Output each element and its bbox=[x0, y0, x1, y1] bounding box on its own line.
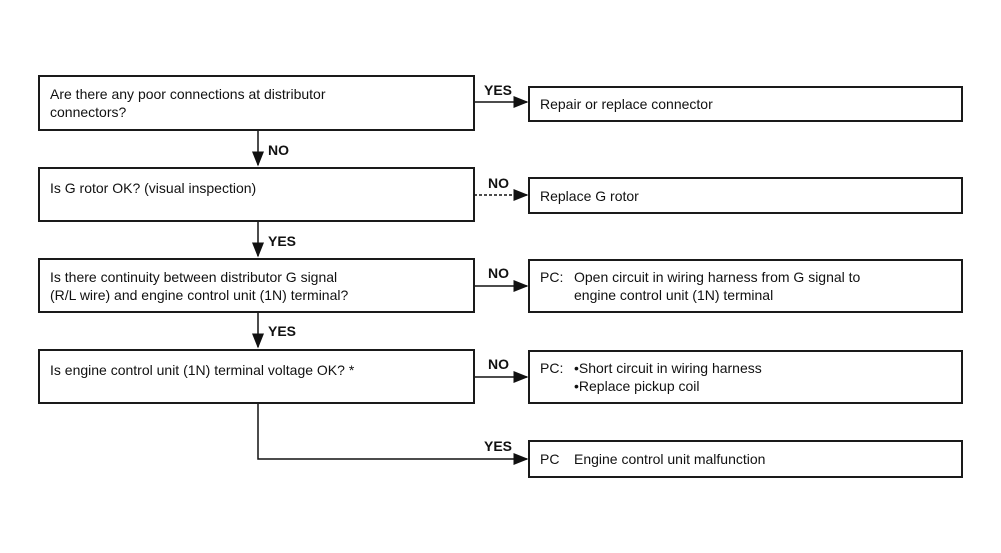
action-text: Open circuit in wiring harness from G si… bbox=[574, 269, 861, 303]
arrow-q4-yes bbox=[257, 404, 529, 465]
question-box-connectors: Are there any poor connections at distri… bbox=[38, 75, 475, 131]
action-box-repair-connector: Repair or replace connector bbox=[528, 86, 963, 122]
action-box-replace-g-rotor: Replace G rotor bbox=[528, 177, 963, 214]
question-text: Are there any poor connections at distri… bbox=[50, 86, 326, 120]
pc-prefix: PC bbox=[540, 451, 560, 467]
action-box-ecu-malfunction: PC Engine control unit malfunction bbox=[528, 440, 963, 478]
question-box-continuity: Is there continuity between distributor … bbox=[38, 258, 475, 313]
yes-label: YES bbox=[268, 323, 297, 339]
question-text: Is engine control unit (1N) terminal vol… bbox=[50, 362, 355, 378]
yes-label: YES bbox=[484, 82, 513, 98]
question-box-voltage: Is engine control unit (1N) terminal vol… bbox=[38, 349, 475, 404]
action-text: Replace G rotor bbox=[540, 187, 639, 204]
yes-label: YES bbox=[268, 233, 297, 249]
action-text: •Short circuit in wiring harness •Replac… bbox=[574, 360, 762, 394]
no-label: NO bbox=[488, 356, 509, 372]
question-box-g-rotor: Is G rotor OK? (visual inspection) bbox=[38, 167, 475, 222]
action-text: Repair or replace connector bbox=[540, 96, 713, 112]
action-box-open-circuit: PC: Open circuit in wiring harness from … bbox=[528, 259, 963, 313]
no-label: NO bbox=[488, 175, 509, 191]
yes-label: YES bbox=[484, 438, 513, 454]
no-label: NO bbox=[488, 265, 509, 281]
question-text: Is there continuity between distributor … bbox=[50, 268, 349, 303]
action-text: Engine control unit malfunction bbox=[574, 451, 766, 467]
pc-prefix: PC: bbox=[540, 269, 564, 285]
action-box-short-circuit: PC: •Short circuit in wiring harness •Re… bbox=[528, 350, 963, 404]
question-text: Is G rotor OK? (visual inspection) bbox=[50, 180, 257, 196]
no-label: NO bbox=[268, 142, 289, 158]
pc-prefix: PC: bbox=[540, 360, 564, 376]
